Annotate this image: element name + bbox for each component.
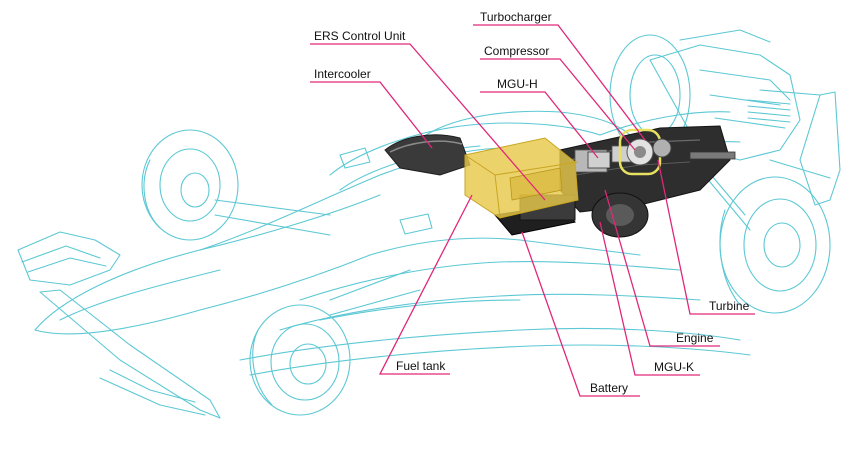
callout-fuel-tank: [378, 194, 473, 375]
callout-engine: [604, 189, 720, 347]
callout-mgu-h: [480, 91, 599, 159]
callout-lines: [310, 24, 755, 397]
label-fuel-tank: Fuel tank: [396, 359, 446, 373]
label-ers-control-unit: ERS Control Unit: [314, 29, 406, 43]
callout-turbine: [657, 159, 755, 315]
power-unit: [384, 125, 736, 238]
callout-turbocharger: [473, 24, 646, 141]
intercooler-shape: [384, 134, 471, 176]
callout-battery: [521, 231, 640, 397]
callout-ers-control-unit: [310, 43, 546, 201]
label-intercooler: Intercooler: [314, 67, 371, 81]
label-mgu-h: MGU-H: [497, 77, 538, 91]
callout-intercooler: [310, 81, 433, 149]
label-turbine: Turbine: [709, 299, 750, 313]
callout-compressor: [480, 58, 636, 151]
label-engine: Engine: [676, 331, 714, 345]
turbine-shape: [652, 138, 672, 158]
label-turbocharger: Turbocharger: [480, 10, 552, 24]
label-mgu-k: MGU-K: [654, 360, 694, 374]
mgu-h-shape: [587, 151, 611, 169]
label-compressor: Compressor: [484, 44, 550, 58]
callout-mgu-k: [599, 221, 700, 376]
car-outline: [17, 29, 841, 419]
label-battery: Battery: [590, 381, 629, 395]
